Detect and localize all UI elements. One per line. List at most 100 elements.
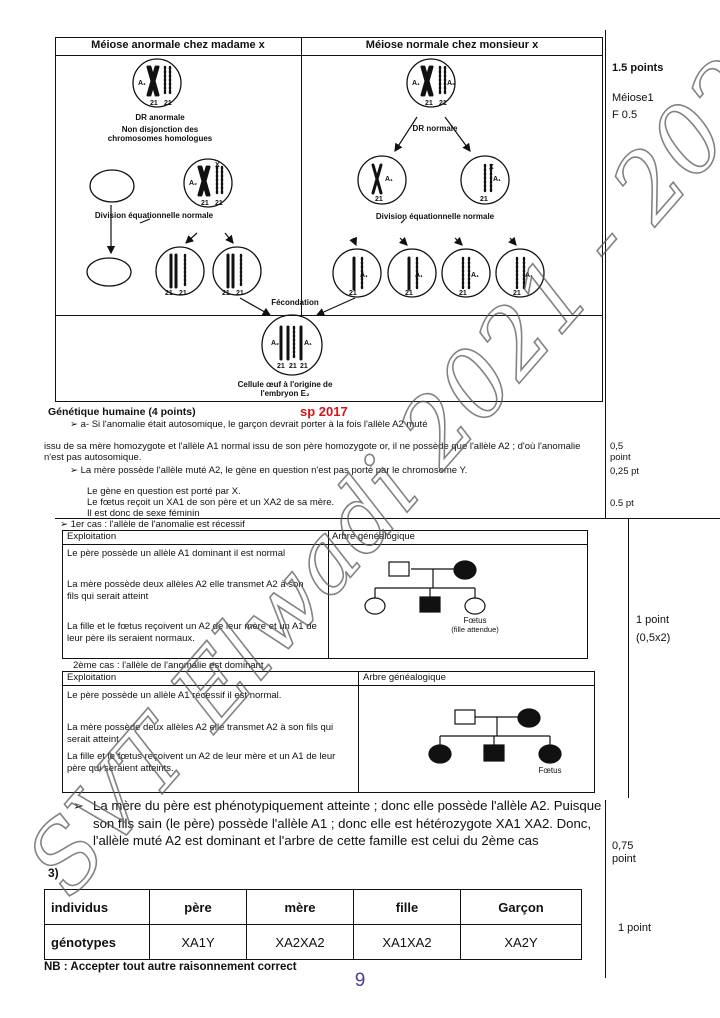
margin-m3: 0.5 pt <box>610 498 634 509</box>
case1-col1: Exploitation <box>67 531 117 542</box>
question-3-label: 3) <box>48 866 59 880</box>
case1-header-rule <box>62 544 588 546</box>
margin-f: F 0.5 <box>612 109 638 121</box>
margin-m1: 0,5 point <box>610 441 631 463</box>
case2-table <box>62 671 595 793</box>
svg-text:A₁: A₁ <box>471 272 479 279</box>
table-cell: XA1XA2 <box>353 924 461 960</box>
margin-m6: 1 point <box>618 922 652 934</box>
table-cell: XA2XA2 <box>246 924 354 960</box>
table-cell: XA2Y <box>460 924 582 960</box>
case1-col2: Arbre généalogique <box>332 531 415 542</box>
label-dr-normale: DR normale <box>412 124 458 133</box>
margin-m5: 0,75 point <box>612 840 636 865</box>
case1-text-1: Le père possède un allèle A1 dominant il… <box>67 548 286 559</box>
margin-m2: 0,25 pt <box>610 466 640 477</box>
case2-foetus-label: Fœtus <box>538 766 561 775</box>
svg-text:21: 21 <box>164 100 172 107</box>
svg-text:X: X <box>489 164 494 171</box>
svg-text:A₁: A₁ <box>385 176 393 183</box>
margin-points: 1.5 points <box>612 62 664 74</box>
label-cellule-oeuf: Cellule œuf à l'origine de l'embryon E₂ <box>237 380 333 398</box>
svg-text:A₁: A₁ <box>412 80 420 87</box>
table-row: individus père mère fille Garçon <box>44 889 582 925</box>
para-1b: issu de sa mère homozygote et l'allèle A… <box>44 441 581 463</box>
para-2b: Le gène en question est porté par X. <box>87 486 241 497</box>
case2-heading: 2ème cas : l'allèle de l'anomalie est do… <box>73 660 264 671</box>
label-non-disjonction: Non disjonction des chromosomes homologu… <box>107 125 213 143</box>
case2-col-divider <box>358 671 360 793</box>
section-separator <box>55 518 720 520</box>
label-division-left: Division équationnelle normale <box>94 211 214 220</box>
pedigree-case2: Fœtus <box>428 708 562 775</box>
svg-text:21: 21 <box>375 196 383 203</box>
svg-text:21: 21 <box>425 100 433 107</box>
bullet-arrow-icon: ➢ <box>73 798 85 813</box>
svg-text:21: 21 <box>289 363 297 370</box>
diagram-title-rule <box>55 55 603 57</box>
svg-text:21: 21 <box>405 290 413 297</box>
section-title: Génétique humaine (4 points) <box>48 406 196 418</box>
conclusion-text: La mère du père est phénotypiquement att… <box>93 798 602 848</box>
case1-text-2: La mère possède deux allèles A2 elle tra… <box>67 579 304 602</box>
svg-text:21: 21 <box>480 196 488 203</box>
para-2a: ➢ La mère possède l'allèle muté A2, le g… <box>70 465 468 476</box>
meiosis-drawing: A₁ 21 21 A₁ A₂ 21 21 A₂ X 21 21 A₁ 21 A₁… <box>86 58 545 376</box>
section-tag: sp 2017 <box>300 404 348 419</box>
svg-text:21: 21 <box>300 363 308 370</box>
case2-header-rule <box>62 685 595 687</box>
case1-col-divider <box>328 530 330 659</box>
margin-meiose: Méiose1 <box>612 92 654 104</box>
margin-m4b: (0,5x2) <box>636 632 671 644</box>
case2-text-1: Le père possède un allèle A1 récessif il… <box>67 690 282 701</box>
svg-text:21: 21 <box>215 200 223 207</box>
pedigree-case1: Fœtus (fille attendue) <box>364 560 499 634</box>
svg-text:A₁: A₁ <box>415 272 423 279</box>
label-division-right: Division équationnelle normale <box>375 212 495 221</box>
svg-text:A₂: A₂ <box>271 340 279 347</box>
margin-m4: 1 point <box>636 614 670 626</box>
svg-text:21: 21 <box>349 290 357 297</box>
svg-text:21: 21 <box>165 290 173 297</box>
case1-text-3: La fille et le fœtus reçoivent un A2 de … <box>67 621 317 644</box>
table-row: génotypes XA1Y XA2XA2 XA1XA2 XA2Y <box>44 924 582 960</box>
genotypes-table: individus père mère fille Garçon génotyp… <box>44 889 582 960</box>
left-diagram-title: Méiose anormale chez madame x <box>91 39 265 51</box>
right-diagram-title: Méiose normale chez monsieur x <box>365 39 539 51</box>
meiosis-diagram-frame <box>55 37 603 402</box>
case2-text-2: La mère possède deux allèles A2 elle tra… <box>67 722 334 745</box>
svg-text:21: 21 <box>179 290 187 297</box>
svg-text:21: 21 <box>277 363 285 370</box>
label-fecondation: Fécondation <box>271 298 319 307</box>
margin-rule-top <box>605 30 607 518</box>
svg-text:A₁: A₁ <box>493 176 501 183</box>
table-header-cell: fille <box>353 889 461 925</box>
page-number: 9 <box>354 970 366 991</box>
svg-text:21: 21 <box>222 290 230 297</box>
diagram-divider <box>301 37 303 316</box>
svg-text:A₁: A₁ <box>525 272 533 279</box>
svg-text:A₁: A₁ <box>360 272 368 279</box>
case1-foetus-sub: (fille attendue) <box>451 625 499 634</box>
table-header-cell: individus <box>44 889 150 925</box>
para-2d: Il est donc de sexe féminin <box>87 508 200 519</box>
table-cell: XA1Y <box>149 924 247 960</box>
case2-col2: Arbre généalogique <box>363 672 446 683</box>
svg-text:21: 21 <box>459 290 467 297</box>
svg-text:X: X <box>215 162 220 169</box>
margin-rule-lower <box>605 800 607 978</box>
table-header-cell: Garçon <box>460 889 582 925</box>
table-cell: génotypes <box>44 924 150 960</box>
svg-text:A₂: A₂ <box>189 180 197 187</box>
para-1a: ➢ a- Si l'anomalie était autosomique, le… <box>70 419 428 430</box>
svg-text:21: 21 <box>236 290 244 297</box>
case2-col1: Exploitation <box>67 672 117 683</box>
para-2c: Le fœtus reçoit un XA1 de son père et un… <box>87 497 335 508</box>
case1-table <box>62 530 588 659</box>
conclusion-paragraph: ➢ La mère du père est phénotypiquement a… <box>73 797 603 850</box>
table-header-cell: mère <box>246 889 354 925</box>
label-dr-anormale: DR anormale <box>135 113 185 122</box>
svg-text:21: 21 <box>439 100 447 107</box>
svg-text:A₁: A₁ <box>138 80 146 87</box>
svg-text:A₂: A₂ <box>447 80 455 87</box>
